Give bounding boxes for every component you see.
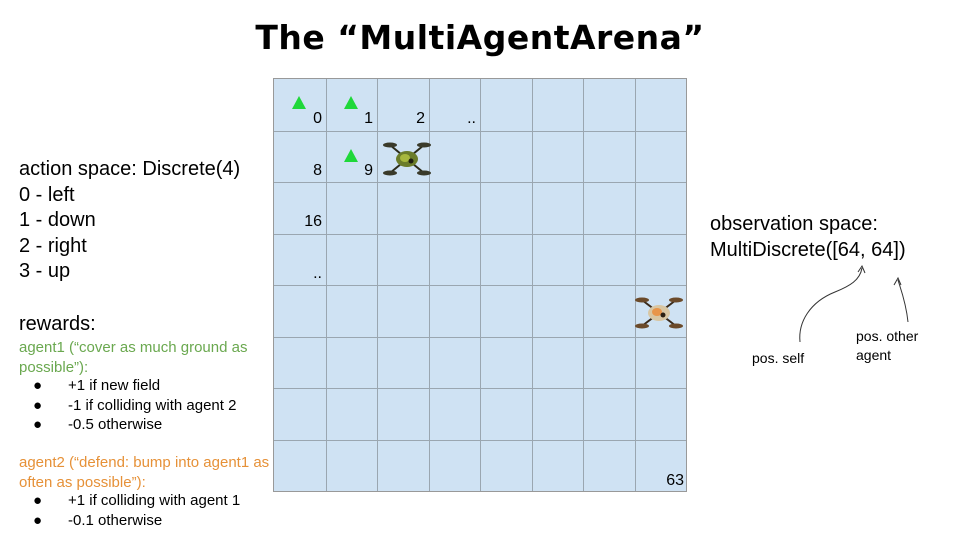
bullet-icon: ● <box>33 511 43 529</box>
drone-icon <box>635 297 683 329</box>
action-item: 2 - right <box>19 234 87 257</box>
visited-field-marker-icon <box>344 96 358 109</box>
cell-index-label: 9 <box>364 162 373 179</box>
grid-line <box>480 79 481 491</box>
rule-item: ●-1 if colliding with agent 2 <box>33 396 237 414</box>
cell-index-label: 2 <box>416 110 425 127</box>
bullet-icon: ● <box>33 416 43 433</box>
arena-grid: 0 1 2 .. 8 9 16 .. 63 <box>273 78 687 492</box>
bullet-icon: ● <box>33 396 43 414</box>
cell-index-label: .. <box>313 265 322 282</box>
grid-line <box>326 79 327 491</box>
action-item: 3 - up <box>19 260 71 282</box>
pos-self-label: pos. self <box>752 350 805 366</box>
cell-index-label: 16 <box>304 213 322 230</box>
visited-field-marker-icon <box>292 96 306 109</box>
bullet-icon: ● <box>33 492 43 509</box>
grid-line <box>429 79 430 491</box>
annotation-arrows <box>799 264 909 343</box>
observation-space-heading: observation space: <box>710 213 878 235</box>
agent2-rules: ●+1 if colliding with agent 1 ●-0.1 othe… <box>0 491 240 530</box>
cell-index-label: 63 <box>666 472 684 489</box>
cell-index-label: 8 <box>313 162 322 179</box>
agent1-rules: ●+1 if new field ●-1 if colliding with a… <box>0 376 236 435</box>
grid-line <box>532 79 533 491</box>
cell-index-label: 1 <box>364 110 373 127</box>
visited-field-marker-icon <box>344 149 358 162</box>
agent1-heading: agent1 (“cover as much ground as possibl… <box>19 339 248 376</box>
rule-item: ●-0.1 otherwise <box>33 511 163 529</box>
rule-item: ●+1 if new field <box>33 377 161 394</box>
bullet-icon: ● <box>33 377 43 394</box>
agent2-heading: agent2 (“defend: bump into agent1 as oft… <box>19 454 270 491</box>
observation-space-value: MultiDiscrete([64, 64]) <box>710 239 906 261</box>
rule-item: ●-0.5 otherwise <box>33 416 163 433</box>
grid-line <box>635 79 636 491</box>
rewards-heading: rewards: <box>19 313 96 335</box>
grid-line <box>377 79 378 491</box>
action-space-section: action space: Discrete(4) 0 - left 1 - d… <box>19 157 240 285</box>
action-space-heading: action space: Discrete(4) <box>19 158 241 180</box>
page-title: The “MultiAgentArena” <box>255 18 705 57</box>
cell-index-label: .. <box>467 110 476 127</box>
drone-icon <box>383 142 431 176</box>
grid-line <box>583 79 584 491</box>
rule-item: ●+1 if colliding with agent 1 <box>33 492 241 509</box>
action-item: 1 - down <box>19 209 96 231</box>
observation-space-section: observation space: MultiDiscrete([64, 64… <box>710 211 906 263</box>
pos-other-label: pos. other agent <box>856 328 919 363</box>
cell-index-label: 0 <box>313 110 322 127</box>
action-item: 0 - left <box>19 183 75 206</box>
